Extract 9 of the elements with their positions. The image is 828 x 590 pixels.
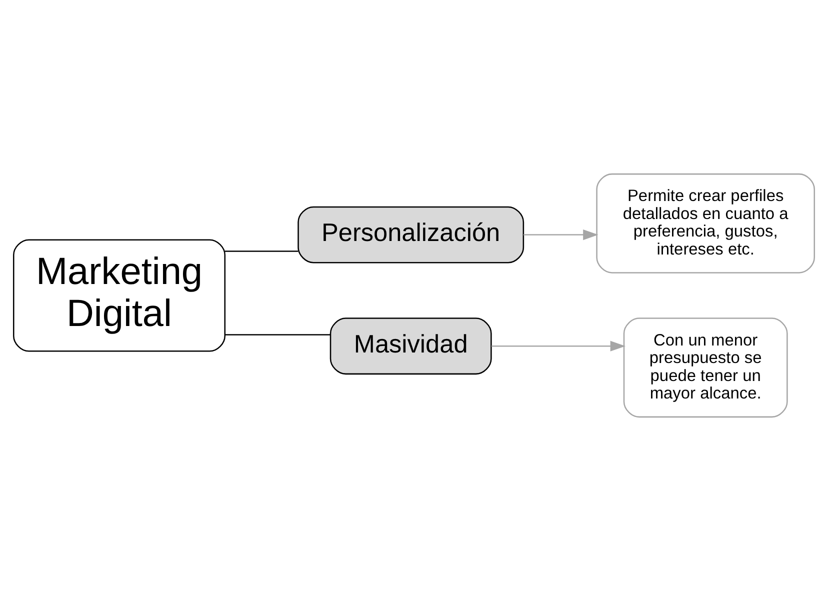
- node-box: Personalización: [298, 206, 524, 263]
- connector: [224, 334, 330, 335]
- node-box: Permite crear perfiles detallados en cuanto a preferencia, gustos, intereses etc.: [596, 172, 815, 273]
- connector: [224, 250, 298, 252]
- arrow: [491, 340, 626, 351]
- arrow: [524, 228, 598, 240]
- node-box: Con un menor presupuesto se puede tener un mayor alcance.: [623, 317, 788, 418]
- node-box: Masividad: [330, 317, 492, 374]
- node-box: Marketing Digital: [13, 238, 226, 352]
